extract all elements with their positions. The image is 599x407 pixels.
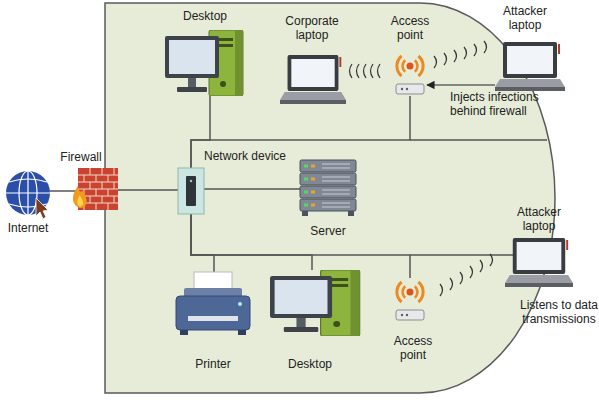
device-label: Firewall <box>55 150 107 164</box>
device-panel <box>178 168 204 214</box>
printer-body <box>176 296 250 330</box>
mouse-cursor <box>36 198 48 219</box>
server-icon <box>300 160 356 216</box>
laptop-icon <box>495 42 565 91</box>
network-cable <box>191 96 210 168</box>
wireless-waves <box>440 254 493 296</box>
internet-globe <box>6 171 50 219</box>
network-cable <box>191 96 410 168</box>
bus-line <box>410 139 547 141</box>
server-led <box>311 166 315 205</box>
server-led <box>304 166 308 205</box>
server-vent <box>322 164 350 207</box>
network-cable <box>191 214 410 278</box>
globe-grid <box>27 171 28 215</box>
printer-foot <box>180 330 188 335</box>
network-cable <box>204 188 300 190</box>
network-cable <box>50 190 78 192</box>
firewall-wall <box>73 168 118 210</box>
network-cable <box>118 189 178 191</box>
connector-group <box>50 85 495 278</box>
printer-button <box>238 302 242 306</box>
printer-slot <box>188 316 238 321</box>
device-label: Internet <box>0 221 56 235</box>
desktop-icon <box>165 30 243 96</box>
network-enclosure <box>105 3 555 393</box>
network-cable <box>191 214 214 272</box>
attack-arrow <box>427 84 495 85</box>
access-point-icon <box>396 56 424 94</box>
server-unit <box>300 186 356 198</box>
access-point-icon <box>396 282 424 320</box>
device-body <box>186 176 196 206</box>
flame-core <box>77 195 83 207</box>
server-foot <box>348 211 354 216</box>
network-cable <box>191 214 312 270</box>
laptop-icon <box>505 238 573 287</box>
wireless-waves <box>350 64 381 78</box>
server-unit <box>300 199 356 211</box>
printer-icon <box>176 272 250 335</box>
server-foot <box>302 211 308 216</box>
network-device-icon <box>178 168 204 214</box>
desktop-icon <box>270 270 360 336</box>
server-unit <box>300 173 356 185</box>
server-unit <box>300 160 356 172</box>
printer-foot <box>238 330 246 335</box>
device-label: Attacker laptop <box>496 4 554 32</box>
flame-icon <box>73 186 87 208</box>
wireless-waves <box>434 41 487 68</box>
device-led <box>190 180 192 182</box>
laptop-icon <box>280 55 346 104</box>
